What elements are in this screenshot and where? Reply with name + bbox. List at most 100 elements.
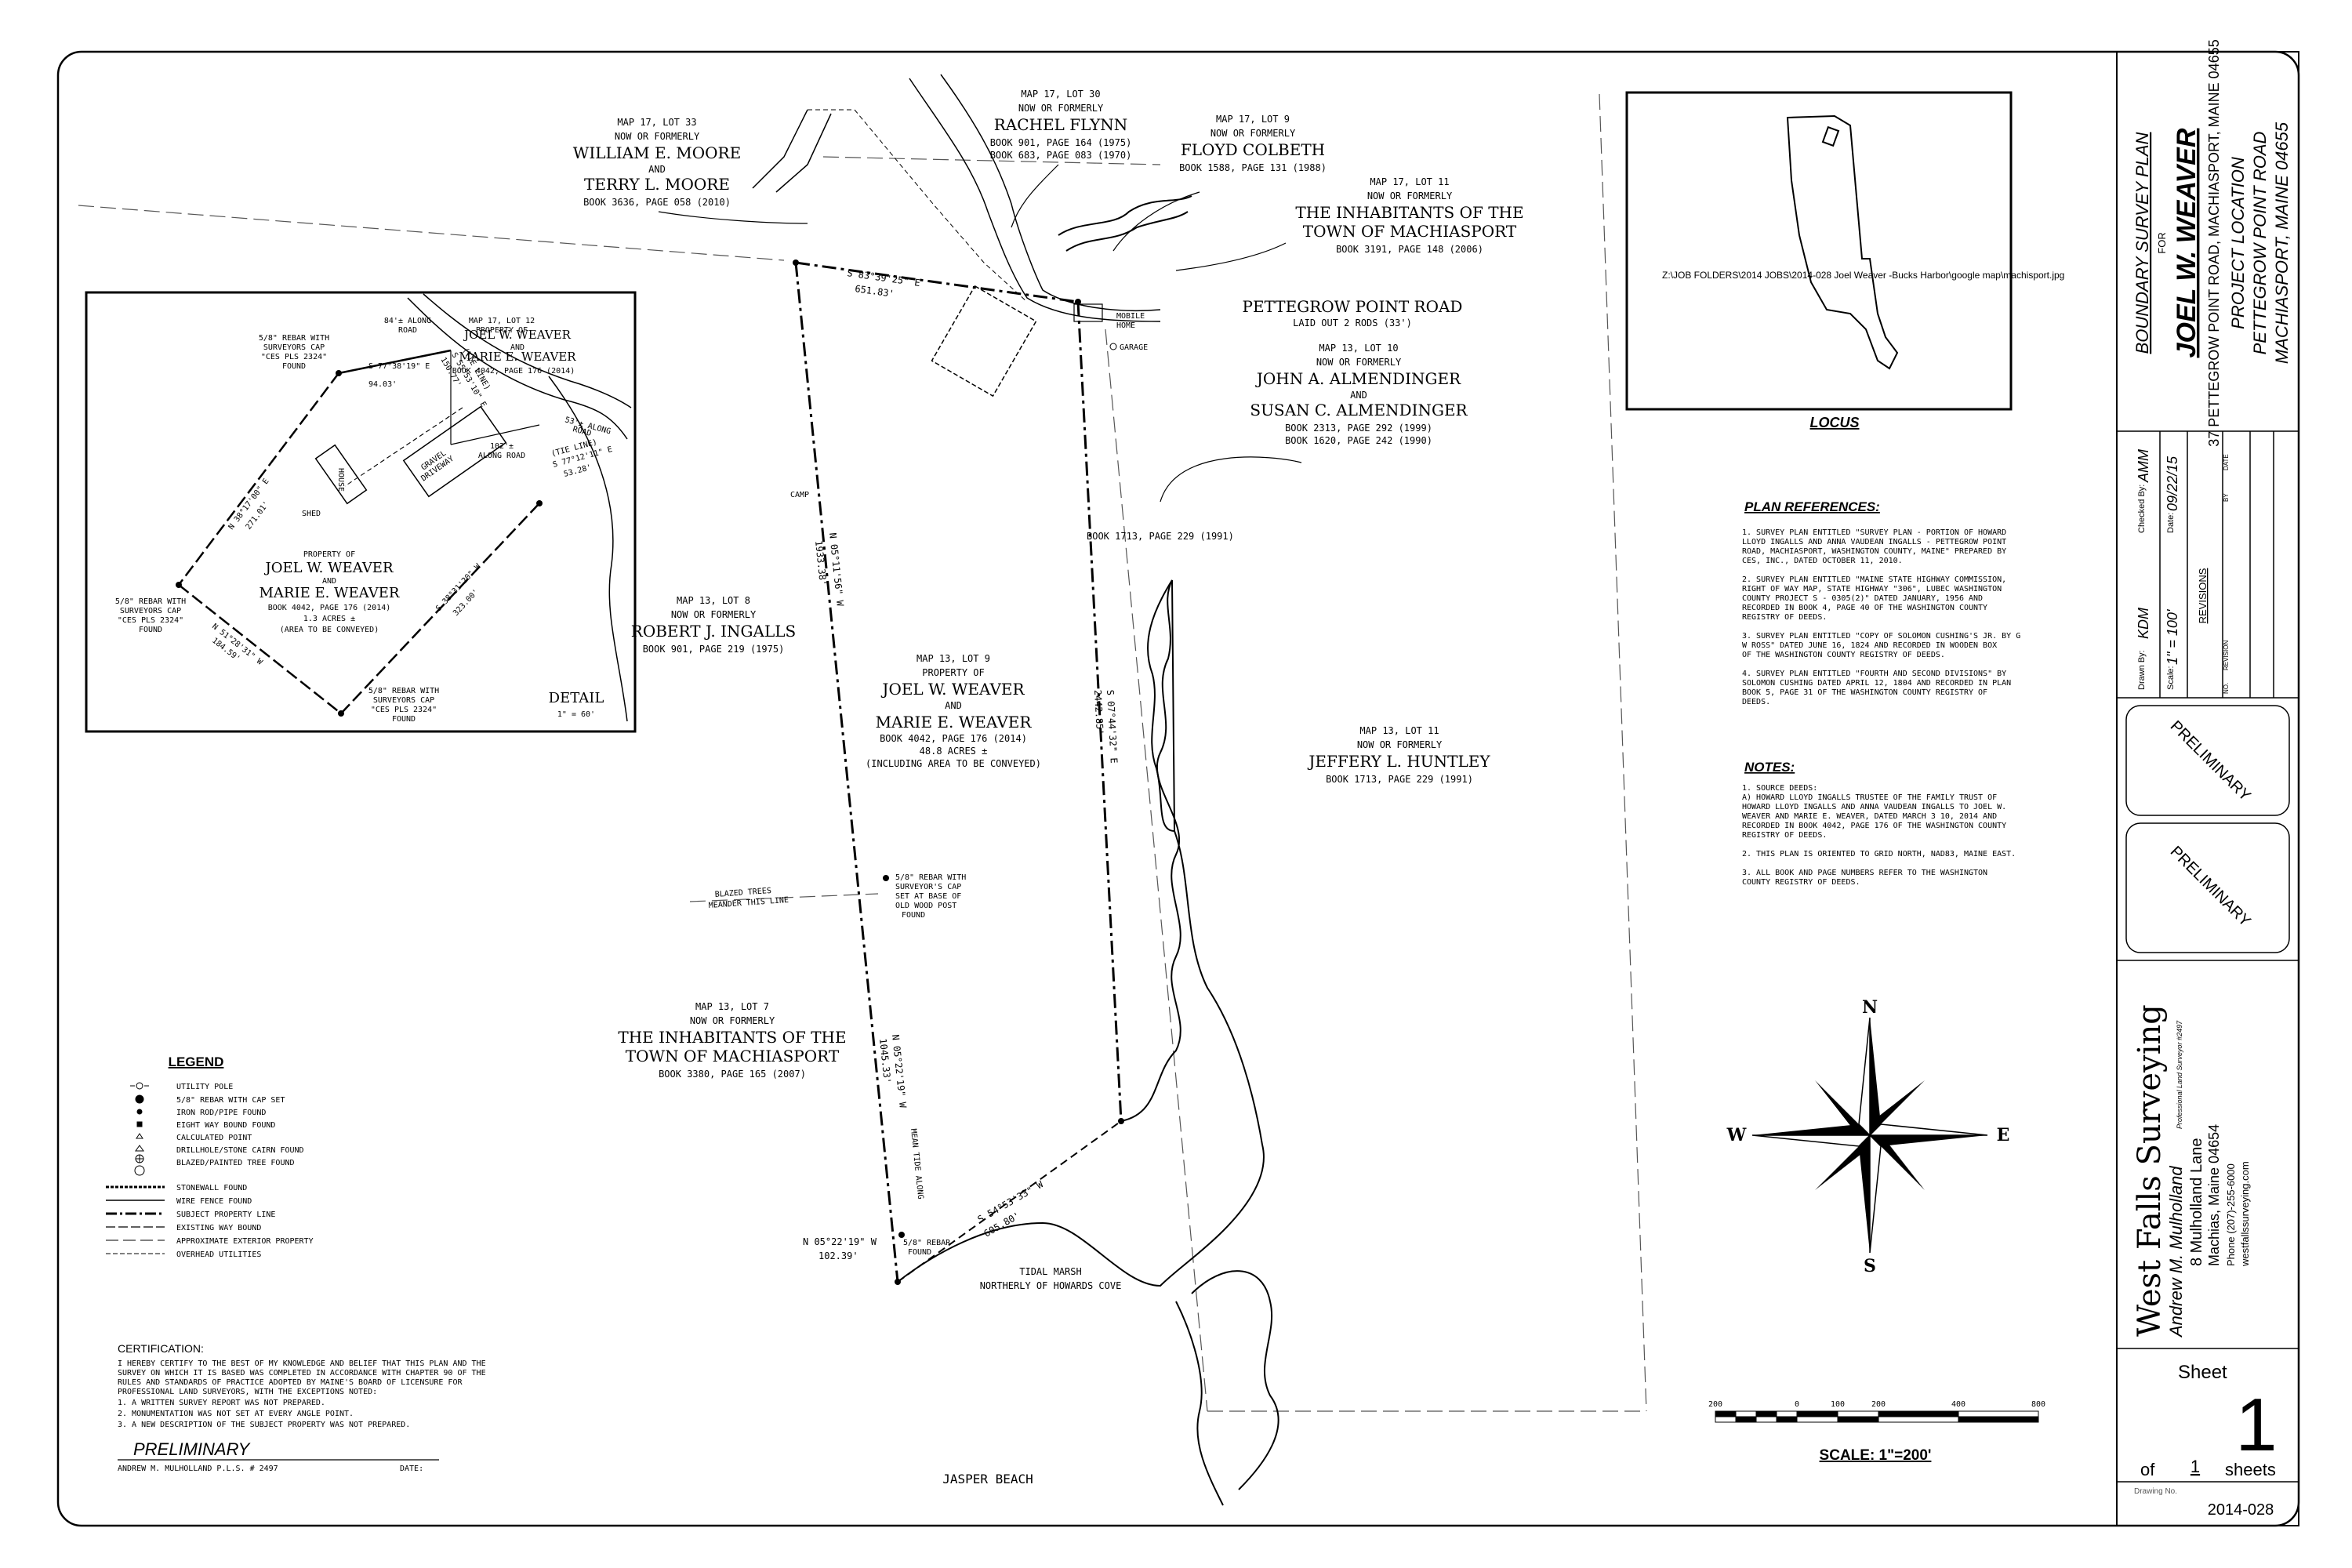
tb-t6: PETTEGROW POINT ROAD bbox=[2250, 132, 2270, 355]
tb-pls: Professional Land Surveyor #2497 bbox=[2176, 1020, 2183, 1129]
compass-n: N bbox=[1862, 997, 1878, 1018]
tb-rdate: DATE bbox=[2223, 454, 2230, 470]
detail-shed: SHED bbox=[302, 510, 321, 518]
tb-web: westfallssurveying.com bbox=[2239, 1161, 2251, 1267]
tb-addr2: Machias, Maine 04654 bbox=[2206, 1124, 2222, 1266]
garage-label: GARAGE bbox=[1120, 343, 1148, 352]
legend-line-6: OVERHEAD UTILITIES bbox=[176, 1250, 261, 1259]
note-1-6: REGISTRY OF DEEDS. bbox=[1742, 831, 1827, 840]
detail-drawing bbox=[178, 293, 632, 722]
almendinger-name1: JOHN A. ALMENDINGER bbox=[1255, 369, 1461, 388]
colbeth-lot: MAP 17, LOT 9 bbox=[1216, 114, 1290, 125]
rebar-found-1: 5/8" REBAR bbox=[903, 1239, 951, 1247]
machiasport-s-name2: TOWN OF MACHIASPORT bbox=[626, 1047, 840, 1065]
titleblock-frame bbox=[2116, 51, 2299, 1526]
tb-stamp-1: PRELIMINARY bbox=[2167, 717, 2254, 804]
detail-w1: JOEL W. WEAVER bbox=[463, 328, 572, 342]
rebar-post-5: FOUND bbox=[902, 911, 925, 920]
detail-map-lot: MAP 17, LOT 12 bbox=[469, 317, 535, 325]
ref-3-2: W ROSS" DATED JUNE 16, 1824 AND RECORDED… bbox=[1742, 641, 1997, 650]
ref-1-4: CES, INC., DATED OCTOBER 11, 2010. bbox=[1742, 557, 1903, 565]
detail-rebar-b-3: "CES PLS 2324" bbox=[371, 706, 437, 714]
machiasport-n-nof: NOW OR FORMERLY bbox=[1367, 191, 1453, 201]
weaver-incl: (INCLUDING AREA TO BE CONVEYED) bbox=[866, 758, 1041, 769]
dist-east: 2442.85' bbox=[1092, 689, 1105, 735]
detail-frame bbox=[85, 291, 637, 733]
bearing-sw: N 05°22'19" W bbox=[803, 1236, 877, 1247]
scale-tick-4: 200 bbox=[1871, 1400, 1886, 1409]
locus-frame bbox=[1625, 91, 2013, 411]
compass-s: S bbox=[1864, 1256, 1876, 1276]
leader-lines bbox=[658, 164, 1302, 503]
tb-t5: PROJECT LOCATION bbox=[2228, 157, 2248, 329]
detail-p1: JOEL W. WEAVER bbox=[263, 560, 393, 576]
scale-tick-2: 0 bbox=[1795, 1400, 1799, 1409]
tb-revisions: REVISIONS bbox=[2197, 568, 2209, 623]
rebar-post-3: SET AT BASE OF bbox=[895, 892, 961, 901]
note-3-2: COUNTY REGISTRY OF DEEDS. bbox=[1742, 878, 1860, 887]
tb-phone: Phone (207)-255-6000 bbox=[2225, 1163, 2237, 1266]
tb-firm: West Falls Surveying bbox=[2132, 1004, 2168, 1337]
mobile-home-label-2: HOME bbox=[1116, 321, 1135, 330]
camp-label: CAMP bbox=[790, 491, 809, 499]
detail-and: AND bbox=[510, 343, 524, 352]
tb-no: NO. bbox=[2223, 683, 2230, 694]
tb-t1: BOUNDARY SURVEY PLAN bbox=[2132, 132, 2152, 354]
legend-line-4: EXISTING WAY BOUND bbox=[176, 1224, 261, 1232]
detail-rebar-b-2: SURVEYORS CAP bbox=[373, 696, 434, 705]
scale-label: SCALE: 1"=200' bbox=[1820, 1447, 1932, 1464]
detail-pof: PROPERTY OF bbox=[476, 326, 528, 335]
ref-1-1: 1. SURVEY PLAN ENTITLED "SURVEY PLAN - P… bbox=[1742, 528, 2006, 537]
tb-revision: REVISION bbox=[2223, 641, 2230, 670]
moore-and: AND bbox=[648, 164, 666, 175]
references-list: 1. SURVEY PLAN ENTITLED "SURVEY PLAN - P… bbox=[1742, 528, 2020, 706]
garage-marker bbox=[1109, 343, 1117, 350]
cert-date: DATE: bbox=[400, 1465, 423, 1473]
note-2-1: 2. THIS PLAN IS ORIENTED TO GRID NORTH, … bbox=[1742, 850, 2016, 858]
ingalls-nof: NOW OR FORMERLY bbox=[671, 609, 757, 620]
detail-rebar-b-4: FOUND bbox=[392, 715, 416, 724]
rebar-found-2: FOUND bbox=[908, 1248, 931, 1257]
ref-2-2: RIGHT OF WAY MAP, STATE HIGHWAY "306", L… bbox=[1742, 585, 2002, 593]
locus-path: Z:\JOB FOLDERS\2014 JOBS\2014-028 Joel W… bbox=[1662, 270, 2064, 281]
huntley-name1: JEFFERY L. HUNTLEY bbox=[1307, 752, 1490, 771]
detail-along102-1: 102'± bbox=[490, 442, 514, 451]
shoreline bbox=[897, 579, 1265, 1287]
legend-item-2: 5/8" REBAR WITH CAP SET bbox=[176, 1096, 285, 1105]
tb-drawn: KDM bbox=[2136, 608, 2151, 639]
detail-p-pof: PROPERTY OF bbox=[303, 550, 355, 559]
scale-bar bbox=[1715, 1410, 2039, 1423]
machiasport-n-lot: MAP 17, LOT 11 bbox=[1370, 176, 1449, 187]
scale-tick-3: 100 bbox=[1831, 1400, 1845, 1409]
tb-drawing: 2014-028 bbox=[2208, 1501, 2274, 1519]
note-1-5: RECORDED IN BOOK 4042, PAGE 176 OF THE W… bbox=[1742, 822, 2006, 830]
detail-rebar-tl-2: SURVEYORS CAP bbox=[263, 343, 325, 352]
detail-along-road-2: ROAD bbox=[398, 326, 417, 335]
colbeth-name1: FLOYD COLBETH bbox=[1181, 140, 1325, 159]
tidal-marsh-1: TIDAL MARSH bbox=[1019, 1266, 1081, 1277]
tb-of: of bbox=[2140, 1460, 2155, 1479]
cert-signer: ANDREW M. MULHOLLAND P.L.S. # 2497 bbox=[118, 1465, 278, 1473]
detail-along102-2: ALONG ROAD bbox=[478, 452, 525, 460]
scale-tick-1: 200 bbox=[1708, 1400, 1722, 1409]
tb-by: BY bbox=[2223, 493, 2230, 502]
detail-pac: 1.3 ACRES ± bbox=[303, 615, 355, 623]
moore-book: BOOK 3636, PAGE 058 (2010) bbox=[583, 197, 731, 208]
tb-surveyor: Andrew M. Mulholland bbox=[2166, 1166, 2186, 1338]
detail-scale: 1" = 60' bbox=[557, 710, 595, 719]
weaver-name1: JOEL W. WEAVER bbox=[880, 680, 1025, 699]
huntley-book: BOOK 1713, PAGE 229 (1991) bbox=[1326, 774, 1473, 785]
ref-2-1: 2. SURVEY PLAN ENTITLED "MAINE STATE HIG… bbox=[1742, 575, 2006, 584]
detail-house: HOUSE bbox=[336, 468, 345, 492]
tb-t2: FOR bbox=[2156, 232, 2168, 253]
almendinger-and: AND bbox=[1350, 390, 1367, 401]
tb-sheet-lbl: Sheet bbox=[2178, 1362, 2227, 1383]
tb-sheet: 1 bbox=[2235, 1383, 2277, 1467]
along-tmp: MEAN TIDE ALONG bbox=[909, 1128, 924, 1200]
book-east-label: BOOK 1713, PAGE 229 (1991) bbox=[1087, 531, 1234, 542]
detail-p2: MARIE E. WEAVER bbox=[260, 585, 400, 601]
pettegrow-road bbox=[752, 74, 1161, 322]
detail-title: DETAIL bbox=[549, 690, 604, 706]
ingalls-lot: MAP 13, LOT 8 bbox=[677, 595, 750, 606]
flynn-nof: NOW OR FORMERLY bbox=[1018, 103, 1104, 114]
